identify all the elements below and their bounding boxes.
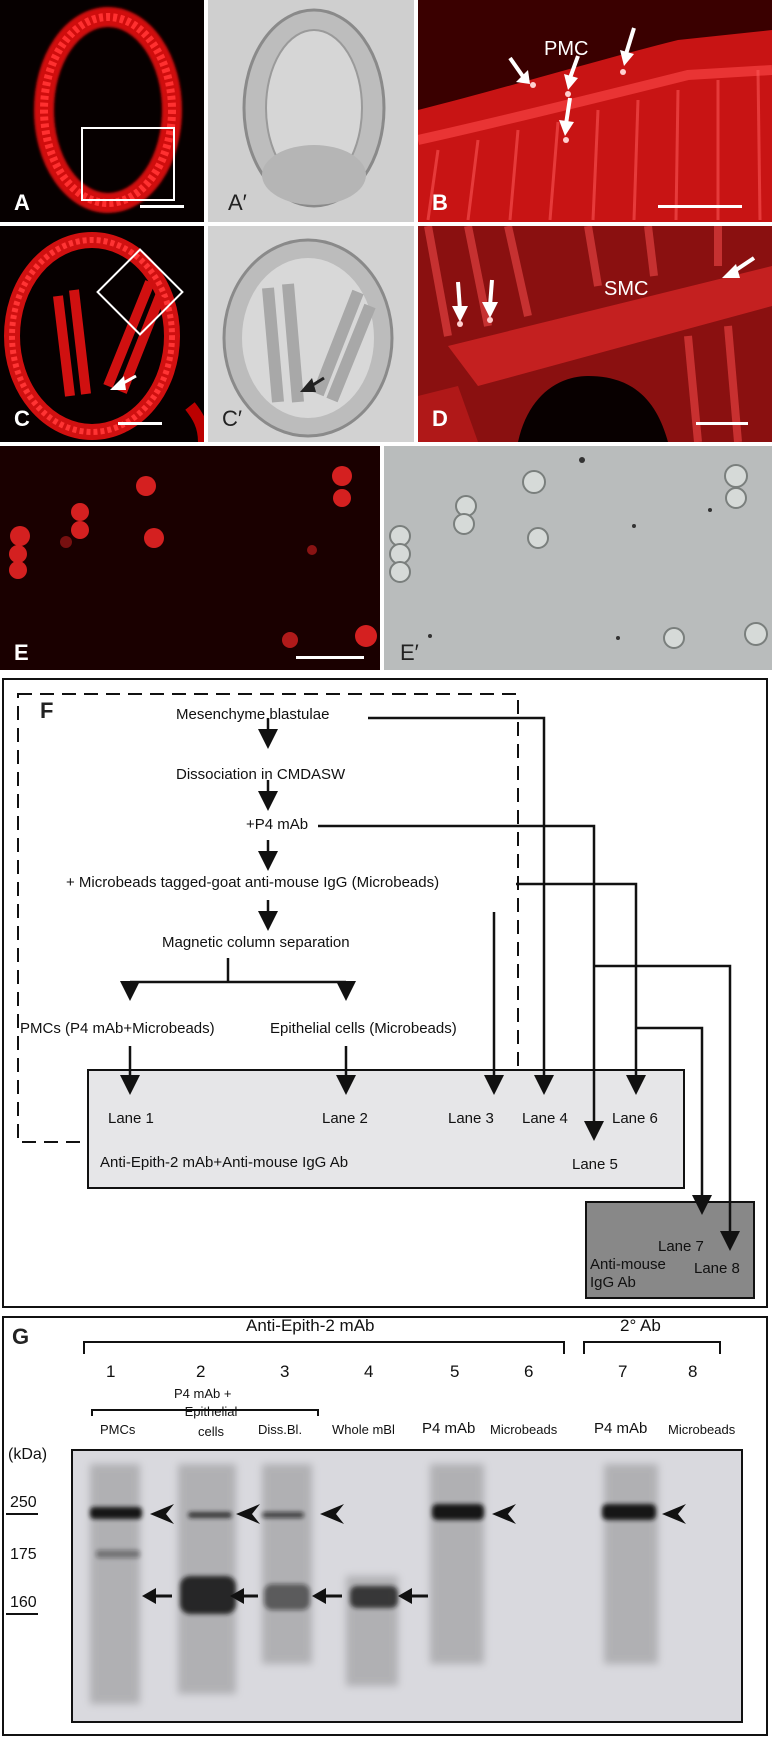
gel-sample-label-2: Epithelial cells bbox=[184, 1404, 238, 1439]
panel-label-d: D bbox=[432, 406, 448, 431]
panel-c-prime: C′ bbox=[208, 226, 414, 442]
flow-pmc-branch: PMCs (P4 mAb+Microbeads) bbox=[20, 1020, 215, 1037]
panel-d: SMC D bbox=[418, 226, 772, 442]
lane-2-label: Lane 2 bbox=[322, 1110, 368, 1127]
gel-sample-label-8: Microbeads bbox=[668, 1422, 736, 1437]
gel-header-right: 2° Ab bbox=[620, 1316, 661, 1335]
panel-f: F Mesenchyme blastulae Dissociation in C… bbox=[0, 676, 772, 1310]
gel-unit-label: (kDa) bbox=[8, 1446, 48, 1463]
panel-e: E bbox=[0, 446, 380, 670]
dark-box-label-1: Anti-mouse bbox=[590, 1256, 666, 1273]
gel-sub-header: P4 mAb + bbox=[174, 1386, 232, 1401]
dark-box-label-2: IgG Ab bbox=[590, 1274, 636, 1291]
panel-d-image bbox=[418, 226, 772, 442]
gel-sample-label-1: PMCs bbox=[100, 1422, 136, 1437]
panel-b: PMC B bbox=[418, 0, 772, 222]
lane-7-label: Lane 7 bbox=[658, 1238, 704, 1255]
gel-header-left: Anti-Epith-2 mAb bbox=[246, 1316, 375, 1335]
gel-lane-number-8: 8 bbox=[688, 1362, 698, 1381]
gel-frame bbox=[2, 1316, 768, 1736]
panel-e-prime-image bbox=[389, 457, 768, 649]
panel-label-a-prime: A′ bbox=[228, 190, 247, 215]
lane-1-label: Lane 1 bbox=[108, 1110, 154, 1127]
gel-sample-label-5: P4 mAb bbox=[422, 1420, 476, 1437]
gel-sample-label-4: Whole mBl bbox=[332, 1422, 395, 1437]
panel-e-image bbox=[9, 466, 377, 659]
panel-c-image bbox=[4, 232, 204, 442]
gel-lane-number-6: 6 bbox=[524, 1362, 534, 1381]
panel-a-image bbox=[34, 7, 184, 213]
gel-sample-label-6: Microbeads bbox=[490, 1422, 558, 1437]
marker-160: 160 bbox=[10, 1594, 37, 1611]
flow-step-3: +P4 mAb bbox=[246, 816, 309, 833]
panel-label-c: C bbox=[14, 406, 30, 431]
gel-lane-number-4: 4 bbox=[364, 1362, 374, 1381]
panel-label-b: B bbox=[432, 190, 448, 215]
light-box-label: Anti-Epith-2 mAb+Anti-mouse IgG Ab bbox=[100, 1154, 349, 1171]
panel-label-f: F bbox=[40, 698, 54, 723]
panel-e-prime: E′ bbox=[384, 446, 772, 670]
lane-8-label: Lane 8 bbox=[694, 1260, 740, 1277]
lane-6-label: Lane 6 bbox=[612, 1110, 658, 1127]
panel-g: G Anti-Epith-2 mAb 2° Ab 1 2 3 4 5 6 7 8… bbox=[0, 1314, 772, 1739]
panel-b-image bbox=[418, 27, 772, 222]
flow-step-2: Dissociation in CMDASW bbox=[176, 766, 346, 783]
lane-3-label: Lane 3 bbox=[448, 1110, 494, 1127]
panel-label-g: G bbox=[12, 1324, 30, 1349]
lane-5-label: Lane 5 bbox=[572, 1156, 618, 1173]
gel-sample-label-3: Diss.Bl. bbox=[258, 1422, 303, 1437]
panel-label-e: E bbox=[14, 640, 29, 665]
panel-c: C bbox=[0, 226, 204, 442]
gel-lane-number-5: 5 bbox=[450, 1362, 460, 1381]
gel-lane-number-2: 2 bbox=[196, 1362, 206, 1381]
gel-sample-label-7: P4 mAb bbox=[594, 1420, 648, 1437]
panel-a-prime-image bbox=[242, 8, 386, 208]
flow-epithelial-branch: Epithelial cells (Microbeads) bbox=[270, 1020, 457, 1037]
panel-c-prime-image bbox=[222, 238, 394, 438]
flow-step-4: + Microbeads tagged-goat anti-mouse IgG … bbox=[66, 874, 440, 891]
gel-lane-number-7: 7 bbox=[618, 1362, 628, 1381]
panel-label-a: A bbox=[14, 190, 30, 215]
panel-a-prime: A′ bbox=[208, 0, 414, 222]
flowchart-lines bbox=[2, 678, 768, 1308]
pmc-annotation: PMC bbox=[544, 38, 589, 60]
flow-step-5: Magnetic column separation bbox=[162, 934, 350, 951]
flow-step-1: Mesenchyme blastulae bbox=[176, 706, 330, 723]
gel-lane-number-1: 1 bbox=[106, 1362, 116, 1381]
marker-175: 175 bbox=[10, 1546, 37, 1563]
panel-label-e-prime: E′ bbox=[400, 640, 419, 665]
lane-4-label: Lane 4 bbox=[522, 1110, 568, 1127]
panel-label-c-prime: C′ bbox=[222, 406, 243, 431]
marker-250: 250 bbox=[10, 1494, 37, 1511]
panel-a: A bbox=[0, 0, 204, 222]
smc-annotation: SMC bbox=[604, 278, 649, 300]
gel-lane-number-3: 3 bbox=[280, 1362, 290, 1381]
